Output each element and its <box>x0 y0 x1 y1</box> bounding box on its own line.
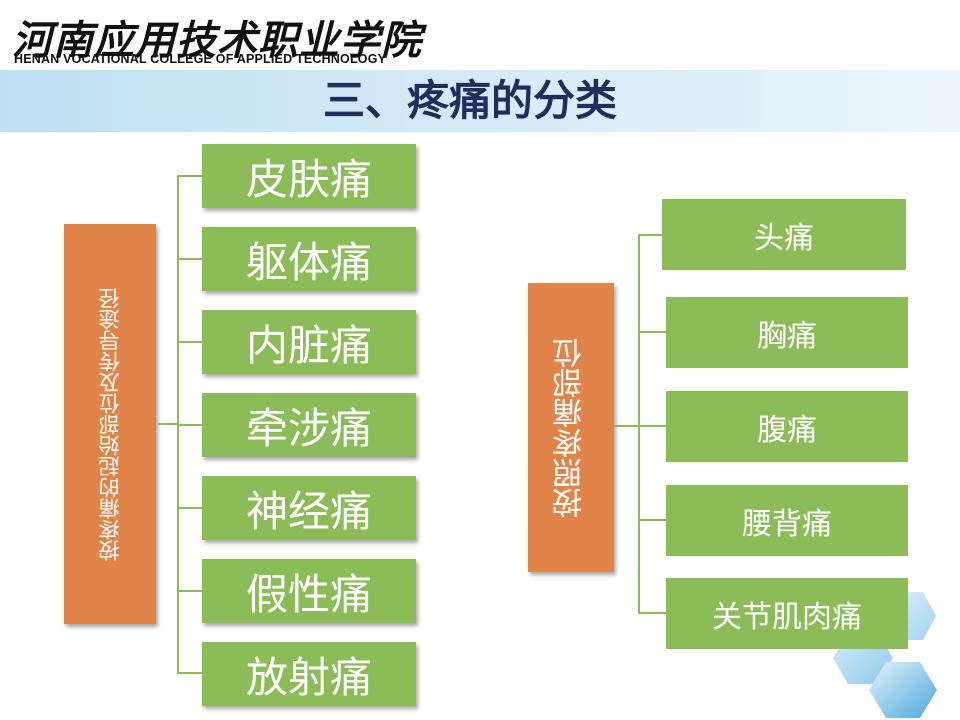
left-connector-branch <box>177 590 202 592</box>
hexagon-shape <box>869 662 937 718</box>
left-item-box: 神经痛 <box>202 476 416 540</box>
left-connector-branch <box>177 424 202 426</box>
left-item-box: 假性痛 <box>202 559 416 623</box>
right-item-box: 胸痛 <box>666 297 908 368</box>
right-item-box: 关节肌肉痛 <box>666 578 908 649</box>
right-item-box: 腰背痛 <box>666 485 908 556</box>
college-logo-chinese: 河南应用技术职业学院 <box>12 17 422 64</box>
left-item-box: 牵涉痛 <box>202 393 416 457</box>
left-connector-branch <box>177 258 202 260</box>
left-item-box: 躯体痛 <box>202 227 416 291</box>
title-band <box>0 70 960 132</box>
right-item-box: 头痛 <box>662 199 906 270</box>
right-connector-branch <box>638 519 666 521</box>
college-logo-english: HENAN VOCATIONAL COLLEGE OF APPLIED TECH… <box>14 52 387 66</box>
right-connector-branch <box>638 612 666 614</box>
right-connector-stem <box>614 425 639 427</box>
left-item-box: 皮肤痛 <box>202 144 416 208</box>
right-connector-spine <box>638 234 640 614</box>
right-connector-branch <box>638 234 662 236</box>
right-item-box: 腹痛 <box>666 391 908 462</box>
left-item-box: 放射痛 <box>202 642 416 706</box>
right-category-label: 按照疼痛部位 <box>553 337 588 518</box>
left-connector-branch <box>177 175 202 177</box>
left-connector-branch <box>177 341 202 343</box>
left-category-label: 按疼痛的起始部位及传导途径 <box>98 287 122 561</box>
left-connector-stem <box>158 423 178 425</box>
left-connector-branch <box>177 672 202 674</box>
slide-title: 三、疼痛的分类 <box>0 72 960 130</box>
right-connector-branch <box>638 425 666 427</box>
slide-title-text: 三、疼痛的分类 <box>322 76 617 125</box>
right-connector-branch <box>638 331 666 333</box>
right-category-box: 按照疼痛部位 <box>528 283 614 572</box>
left-item-box: 内脏痛 <box>202 310 416 374</box>
left-connector-branch <box>177 507 202 509</box>
left-category-box: 按疼痛的起始部位及传导途径 <box>64 224 156 624</box>
